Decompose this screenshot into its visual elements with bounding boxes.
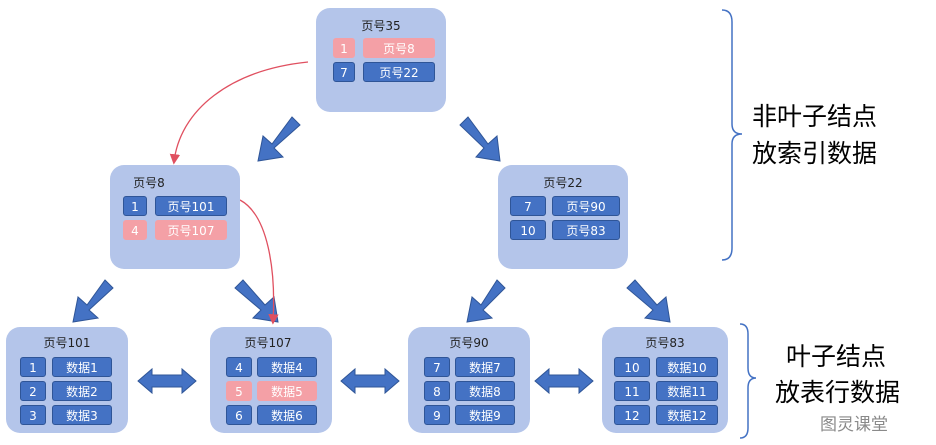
data-cell: 数据9: [455, 405, 515, 425]
pointer-cell: 页号8: [363, 38, 435, 58]
pointer-cell: 页号107: [155, 220, 227, 240]
node-title: 页号8: [133, 176, 165, 190]
key-cell: 11: [614, 381, 650, 401]
key-cell: 8: [424, 381, 450, 401]
key-cell: 5: [226, 381, 252, 401]
key-cell: 1: [20, 357, 46, 377]
data-cell: 数据7: [455, 357, 515, 377]
node-title: 页号90: [449, 336, 489, 350]
key-cell: 7: [510, 196, 546, 216]
watermark: 图灵课堂: [820, 415, 888, 435]
key-cell: 1: [123, 196, 147, 216]
pointer-cell: 页号22: [363, 62, 435, 82]
data-cell: 数据12: [656, 405, 718, 425]
key-cell: 12: [614, 405, 650, 425]
arrow-root-to-page22: [459, 116, 501, 162]
data-cell: 数据8: [455, 381, 515, 401]
arrow-page22-to-page90: [466, 279, 506, 323]
data-cell: 数据11: [656, 381, 718, 401]
arrow-page90-page83: [534, 367, 594, 395]
key-cell: 3: [20, 405, 46, 425]
key-cell: 7: [424, 357, 450, 377]
data-cell: 数据10: [656, 357, 718, 377]
search-path-root-to-page8: [169, 61, 309, 165]
pointer-cell: 页号83: [552, 220, 620, 240]
node-title: 页号107: [244, 336, 292, 350]
node-page8: 页号8 1 页号101 4 页号107: [110, 165, 240, 269]
key-cell: 7: [333, 62, 355, 82]
data-cell: 数据5: [257, 381, 317, 401]
node-title: 页号83: [645, 336, 685, 350]
data-cell: 数据4: [257, 357, 317, 377]
data-cell: 数据6: [257, 405, 317, 425]
nonleaf-label-line2: 放索引数据: [752, 139, 878, 168]
arrow-page22-to-page83: [626, 279, 671, 323]
node-page83: 页号83 10 数据10 11 数据11 12 数据12: [602, 327, 728, 433]
key-cell: 9: [424, 405, 450, 425]
arrow-page107-page90: [340, 367, 400, 395]
search-path-page8-to-page107: [239, 199, 279, 325]
node-page107: 页号107 4 数据4 5 数据5 6 数据6: [210, 327, 332, 433]
arrow-root-to-page8: [257, 116, 301, 162]
leaf-label-line2: 放表行数据: [775, 378, 901, 407]
pointer-cell: 页号101: [155, 196, 227, 216]
leaf-label-line1: 叶子结点: [786, 342, 887, 371]
key-cell: 4: [226, 357, 252, 377]
arrow-page8-to-page101: [72, 279, 114, 323]
bracket-nonleaf: [721, 9, 743, 261]
key-cell: 10: [510, 220, 546, 240]
node-page101: 页号101 1 数据1 2 数据2 3 数据3: [6, 327, 128, 433]
arrow-page8-to-page107: [234, 279, 279, 323]
node-title: 页号22: [543, 176, 583, 190]
pointer-cell: 页号90: [552, 196, 620, 216]
key-cell: 2: [20, 381, 46, 401]
data-cell: 数据3: [52, 405, 112, 425]
node-title: 页号35: [361, 19, 401, 33]
key-cell: 4: [123, 220, 147, 240]
node-title: 页号101: [43, 336, 91, 350]
node-page35: 页号35 1 页号8 7 页号22: [316, 8, 446, 112]
key-cell: 6: [226, 405, 252, 425]
node-page22: 页号22 7 页号90 10 页号83: [498, 165, 628, 269]
key-cell: 10: [614, 357, 650, 377]
data-cell: 数据1: [52, 357, 112, 377]
data-cell: 数据2: [52, 381, 112, 401]
arrow-page101-page107: [137, 367, 197, 395]
bracket-leaf: [739, 323, 757, 439]
node-page90: 页号90 7 数据7 8 数据8 9 数据9: [408, 327, 530, 433]
key-cell: 1: [333, 38, 355, 58]
nonleaf-label-line1: 非叶子结点: [752, 102, 878, 131]
